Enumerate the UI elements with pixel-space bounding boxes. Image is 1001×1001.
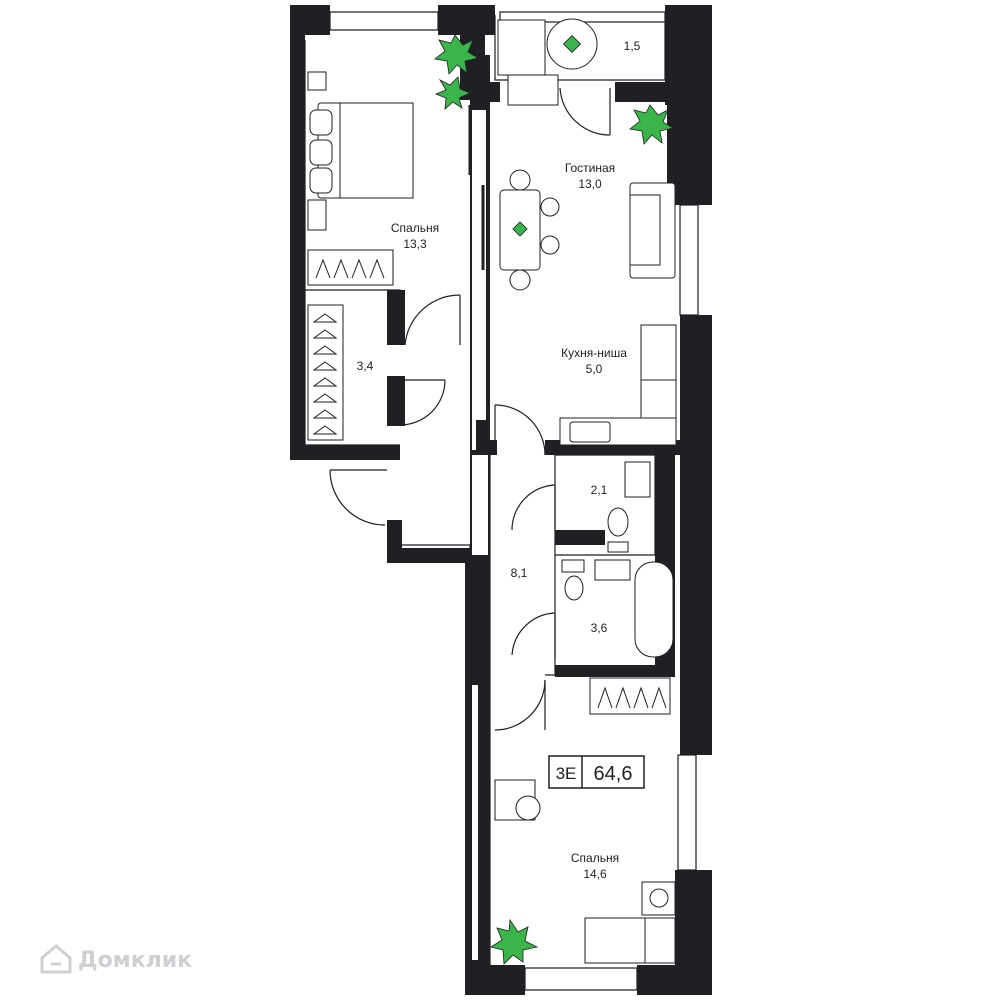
apartment-type: 3E — [556, 764, 577, 783]
hall-area: 8,1 — [511, 566, 528, 580]
watermark: Домклик — [40, 944, 192, 974]
living-name: Гостиная — [565, 161, 615, 175]
bedroom2-area: 14,6 — [583, 867, 607, 881]
bedroom2-name: Спальня — [571, 851, 619, 865]
hangers — [312, 258, 667, 709]
wc-area: 2,1 — [591, 483, 608, 497]
doors — [329, 87, 611, 731]
total-area: 64,6 — [594, 763, 633, 785]
apartment-badge: 3E 64,6 — [548, 755, 645, 789]
bedroom1-area: 13,3 — [403, 237, 427, 251]
living-area: 13,0 — [578, 177, 602, 191]
closet-area: 3,4 — [357, 359, 374, 373]
bedroom1-name: Спальня — [391, 221, 439, 235]
balcony-area: 1,5 — [624, 39, 641, 53]
house-logo-icon — [40, 944, 72, 974]
kitchen-area: 5,0 — [586, 362, 603, 376]
bathroom-area: 3,6 — [591, 621, 608, 635]
plants — [434, 34, 675, 965]
watermark-text: Домклик — [78, 948, 192, 973]
kitchen-name: Кухня-ниша — [561, 346, 627, 360]
